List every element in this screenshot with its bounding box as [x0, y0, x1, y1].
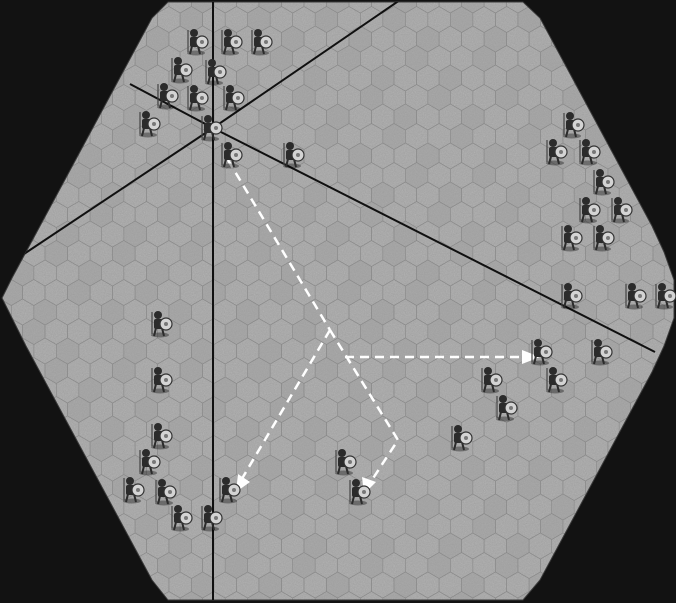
game-board[interactable]	[0, 0, 676, 603]
